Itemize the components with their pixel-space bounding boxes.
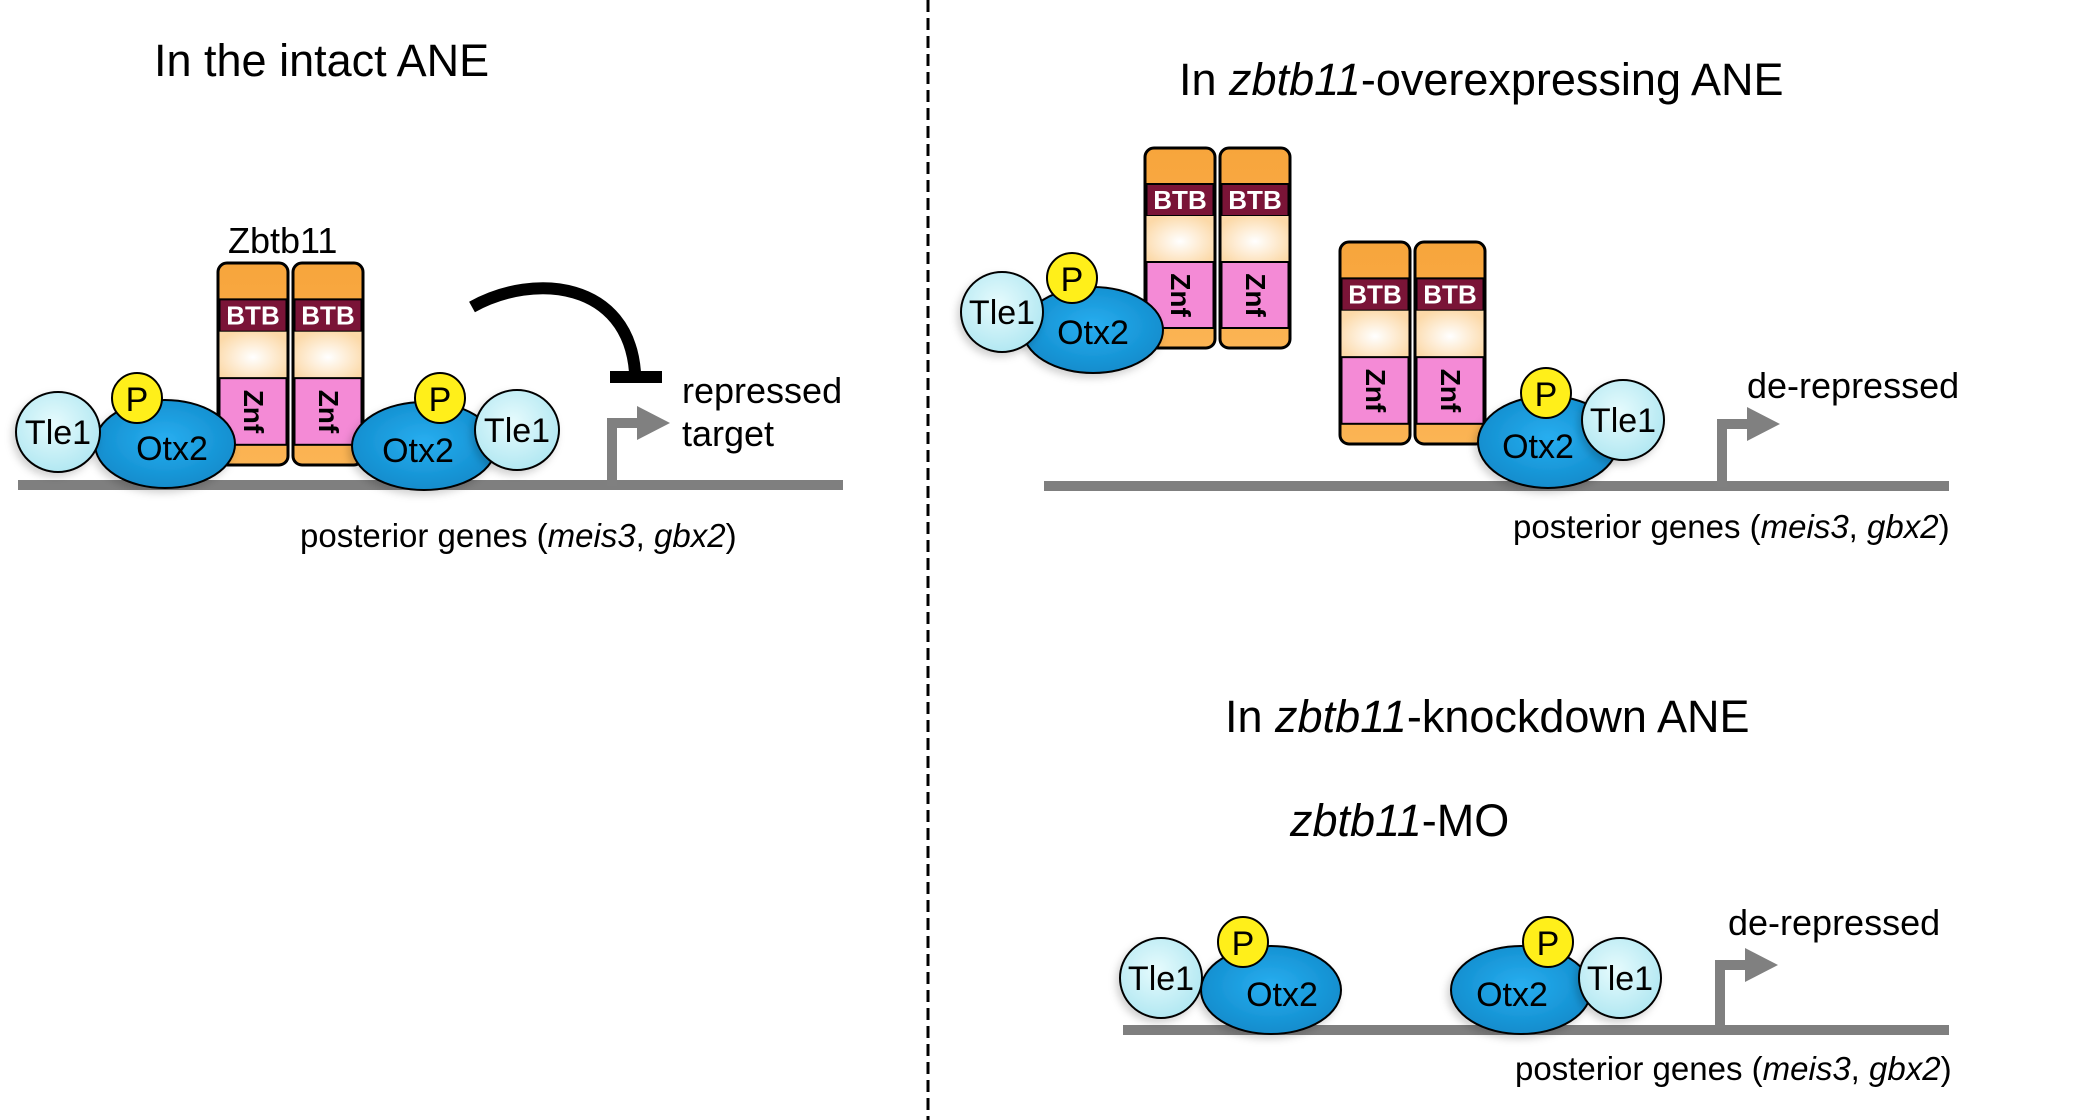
target-label: de-repressed [1728,902,1940,943]
znf-domain [1415,356,1485,425]
phospho-group [1217,916,1269,968]
target-label-line2: target [682,413,774,454]
znf-label: Znf [313,390,344,434]
linker-region [1221,216,1289,262]
otx2-complex-right: P Otx2 Tle1 [351,372,560,491]
znf-label: Znf [1240,273,1271,317]
otx2-label: Otx2 [1246,976,1318,1014]
tle1-protein [1578,937,1662,1019]
otx2-complex-left: P Otx2 Tle1 [15,372,236,489]
otx2-complex-free: P Otx2 Tle1 [960,252,1164,374]
otx2-label: Otx2 [1476,976,1548,1014]
zbtb11-dimer: BTB Znf BTB Znf [216,261,365,467]
gene-label: posterior genes (meis3, gbx2) [300,517,737,554]
btb-domain [1415,277,1485,312]
panel-intact-title: In the intact ANE [154,35,489,86]
tle1-label: Tle1 [969,294,1035,332]
zbtb11-label: Zbtb11 [228,220,337,261]
tle1-protein [1581,379,1665,461]
btb-domain [1340,277,1410,312]
panel-knockdown: In zbtb11-knockdown ANE zbtb11-MO P Otx2… [1119,691,1952,1087]
phospho-label: P [1537,925,1560,963]
btb-label: BTB [301,301,354,331]
zbtb11-monomer: BTB Znf [1218,146,1292,350]
zbtb11-monomer: BTB Znf [1338,240,1412,446]
inhibition-bar [610,371,662,383]
phospho-label: P [126,381,149,419]
inhibition-arc [469,282,641,373]
panel-knockdown-title: In zbtb11-knockdown ANE [1225,691,1750,742]
morpholino-label: zbtb11-MO [1289,795,1509,846]
tle1-label: Tle1 [1590,402,1656,440]
gene-label: posterior genes (meis3, gbx2) [1513,508,1950,545]
panel-intact: In the intact ANE Zbtb11 BTB Znf BTB Znf P … [15,35,843,554]
btb-domain [1145,183,1215,217]
panel-overexpressing: In zbtb11-overexpressing ANE BTB Znf BTB Zn… [960,54,1959,545]
target-label-line1: repressed [682,370,842,411]
phospho-group [111,372,163,424]
zbtb11-monomer: BTB Znf [216,261,290,467]
otx2-complex-bound: P Otx2 Tle1 [1477,367,1665,489]
phospho-group [1522,916,1574,968]
tle1-label: Tle1 [484,412,550,450]
otx2-label: Otx2 [136,430,208,468]
tle1-label: Tle1 [1128,960,1194,998]
otx2-label: Otx2 [1502,428,1574,466]
znf-label: Znf [1360,369,1391,413]
linker-region [294,331,362,379]
btb-label: BTB [226,301,279,331]
phospho-label: P [1061,261,1084,299]
phospho-label: P [429,381,452,419]
linker-region [1341,310,1409,358]
znf-domain [1340,356,1410,425]
zbtb11-monomer: BTB Znf [1413,240,1487,446]
promoter-arrow [1715,948,1778,1028]
linker-region [1416,310,1484,358]
phospho-group [1046,252,1098,304]
otx2-label: Otx2 [1057,314,1129,352]
zbtb11-monomer: BTB Znf [1143,146,1217,350]
znf-domain [293,377,363,446]
tle1-protein [960,271,1044,353]
zbtb11-dimer-free: BTB Znf BTB Znf [1143,146,1292,350]
panel-overexpressing-title: In zbtb11-overexpressing ANE [1179,54,1784,105]
znf-label: Znf [1165,273,1196,317]
znf-label: Znf [238,390,269,434]
tle1-label: Tle1 [1587,960,1653,998]
linker-region [1146,216,1214,262]
gene-label: posterior genes (meis3, gbx2) [1515,1050,1952,1087]
promoter-arrow [607,406,670,486]
dna-strand [1044,481,1949,491]
promoter-arrow [1717,407,1780,487]
phospho-label: P [1232,925,1255,963]
btb-label: BTB [1423,280,1476,310]
phospho-group [1520,367,1572,419]
phospho-label: P [1535,376,1558,414]
btb-label: BTB [1228,185,1281,215]
target-label: de-repressed [1747,365,1959,406]
tle1-protein [1119,937,1203,1019]
btb-domain [218,298,288,333]
tle1-label: Tle1 [25,414,91,452]
znf-domain [1220,261,1290,329]
otx2-label: Otx2 [382,432,454,470]
linker-region [219,331,287,379]
zbtb11-dimer-bound: BTB Znf BTB Znf [1338,240,1487,446]
zbtb11-monomer: BTB Znf [291,261,365,467]
btb-label: BTB [1348,280,1401,310]
otx2-complex-right: P Otx2 Tle1 [1450,916,1662,1035]
otx2-complex-left: P Otx2 Tle1 [1119,916,1342,1035]
phospho-group [414,372,466,424]
btb-label: BTB [1153,185,1206,215]
znf-label: Znf [1435,369,1466,413]
tle1-protein [474,389,560,471]
tle1-protein [15,391,101,473]
